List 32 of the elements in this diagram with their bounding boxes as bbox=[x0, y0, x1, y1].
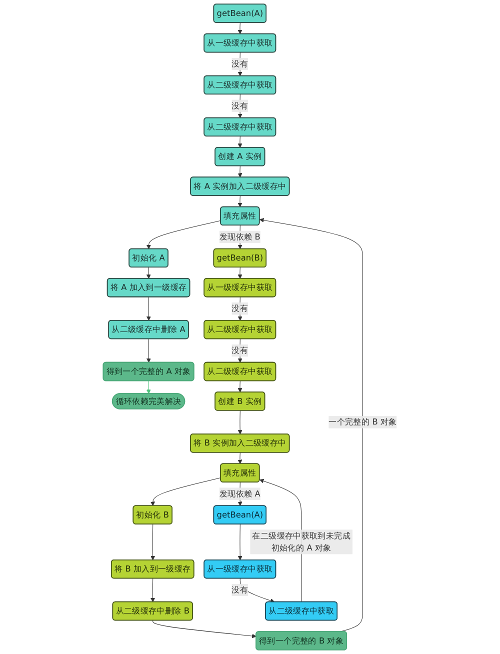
arrow bbox=[238, 338, 242, 363]
arrow bbox=[240, 578, 275, 603]
edge-label: 没有 bbox=[232, 100, 248, 111]
edge-label: 没有 bbox=[232, 345, 248, 356]
arrow bbox=[238, 166, 242, 178]
arrow bbox=[238, 267, 242, 279]
arrow bbox=[146, 338, 151, 363]
edge-label: 一个完整的 B 对象 bbox=[328, 417, 397, 427]
arrow bbox=[238, 524, 242, 560]
arrow bbox=[146, 380, 151, 394]
arrow bbox=[146, 296, 151, 321]
arrow bbox=[146, 267, 151, 279]
arrow bbox=[238, 195, 242, 208]
arrow bbox=[150, 578, 156, 602]
arrow bbox=[152, 620, 256, 638]
arrow bbox=[238, 94, 242, 118]
edge-label: 发现依赖 A bbox=[219, 488, 260, 498]
arrow bbox=[150, 478, 221, 506]
arrow bbox=[238, 452, 242, 464]
arrow bbox=[238, 380, 242, 392]
arrow bbox=[238, 410, 242, 434]
arrow bbox=[238, 296, 242, 321]
arrow bbox=[238, 136, 242, 148]
edge-label: 没有 bbox=[232, 584, 248, 595]
arrow bbox=[150, 524, 156, 560]
arrow bbox=[238, 52, 242, 76]
edge-label: 没有 bbox=[232, 58, 248, 69]
arrow bbox=[238, 22, 242, 34]
edge-label: 没有 bbox=[232, 303, 248, 314]
edge-label: 发现依赖 B bbox=[219, 232, 260, 242]
edge-label: 在二级缓存中获取到未完成初始化的 A 对象 bbox=[252, 530, 350, 553]
arrow bbox=[146, 220, 221, 250]
